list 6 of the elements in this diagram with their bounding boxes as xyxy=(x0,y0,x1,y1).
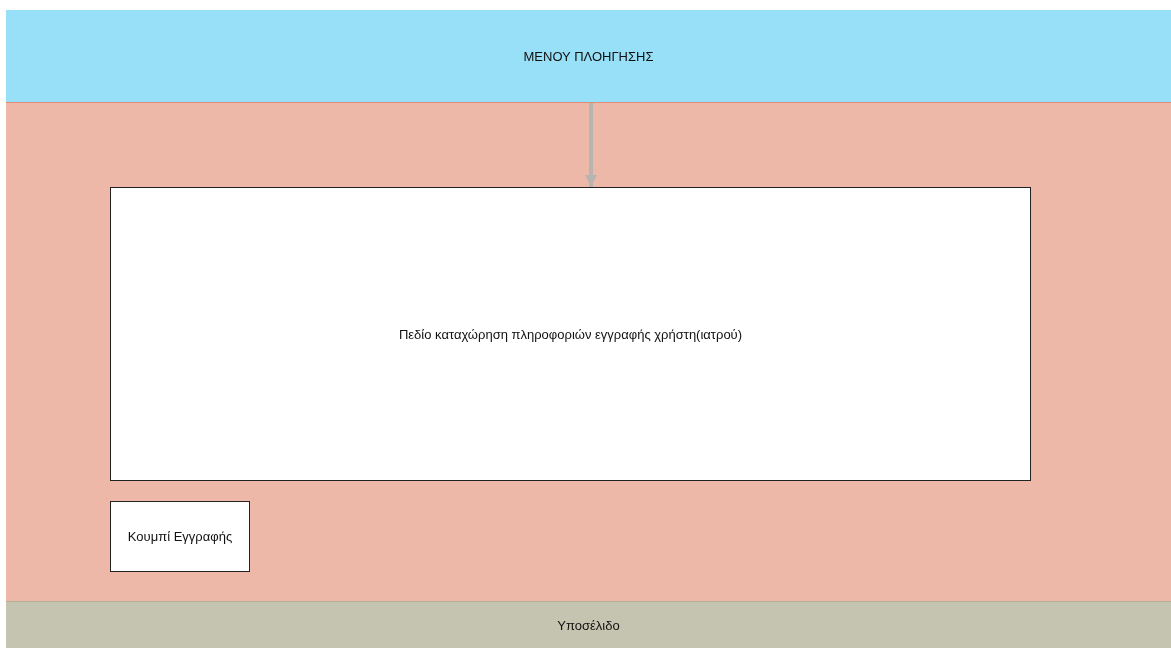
footer-bar: Υποσέλιδο xyxy=(6,601,1171,648)
register-button: Κουμπί Εγγραφής xyxy=(110,501,250,572)
arrow xyxy=(585,103,597,187)
navigation-menu-bar: ΜΕΝΟΥ ΠΛΟΗΓΗΣΗΣ xyxy=(6,10,1171,103)
input-field: Πεδίο καταχώρηση πληροφοριών εγγραφής χρήστη(ιατρού) xyxy=(110,187,1031,481)
content-area xyxy=(6,103,1171,601)
